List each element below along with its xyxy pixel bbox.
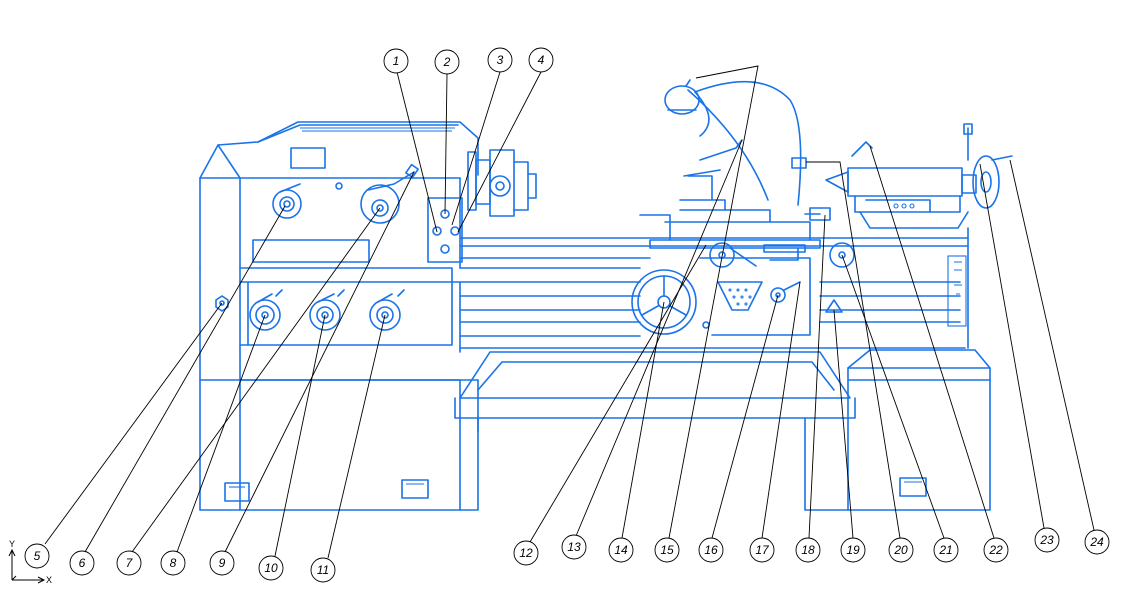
callout-10: 10 (258, 555, 284, 581)
right-pedestal (847, 349, 991, 511)
callout-16: 16 (698, 537, 724, 563)
callout-7-label: 7 (126, 556, 134, 570)
callout-6-label: 6 (79, 556, 86, 570)
callout-19-label: 19 (846, 543, 860, 557)
callout-12-label: 12 (519, 546, 533, 560)
callout-16-label: 16 (704, 543, 718, 557)
callout-14-label: 14 (614, 543, 628, 557)
callout-13: 13 (561, 534, 587, 560)
callout-12: 12 (513, 540, 539, 566)
callout-3: 3 (487, 47, 513, 73)
callout-20-label: 20 (893, 543, 908, 557)
callout-5: 5 (24, 543, 50, 569)
left-pedestal (199, 267, 479, 511)
callout-24: 24 (1084, 529, 1110, 555)
callout-4: 4 (528, 47, 554, 73)
callout-7: 7 (116, 550, 142, 576)
leader-lines (44, 65, 1095, 559)
callout-4-label: 4 (538, 53, 545, 67)
callout-21-label: 21 (938, 543, 952, 557)
callout-24-label: 24 (1089, 535, 1104, 549)
callout-15-label: 15 (660, 543, 674, 557)
ucs-axis-icon: Y X (8, 539, 52, 585)
callout-23-label: 23 (1039, 533, 1054, 547)
callout-2-label: 2 (443, 55, 451, 69)
callout-17-label: 17 (755, 543, 770, 557)
x-axis-label: X (46, 575, 52, 585)
callout-21: 21 (933, 537, 959, 563)
callout-8: 8 (160, 550, 186, 576)
callout-11-label: 11 (317, 563, 329, 577)
callout-20: 20 (888, 537, 914, 563)
chip-tray (454, 351, 856, 511)
y-axis-label: Y (9, 539, 15, 549)
callout-6: 6 (69, 550, 95, 576)
callout-10-label: 10 (264, 561, 278, 575)
carriage (631, 139, 843, 336)
callout-8-label: 8 (170, 556, 177, 570)
callout-14: 14 (608, 537, 634, 563)
callout-19: 19 (840, 537, 866, 563)
callout-15: 15 (654, 537, 680, 563)
callout-9: 9 (209, 550, 235, 576)
work-lamp (664, 79, 807, 206)
callout-13-label: 13 (567, 540, 581, 554)
callout-11: 11 (310, 557, 336, 583)
callout-2: 2 (434, 49, 460, 75)
callout-18-label: 18 (801, 543, 815, 557)
chuck (467, 149, 537, 217)
callout-3-label: 3 (497, 53, 504, 67)
callout-23: 23 (1034, 527, 1060, 553)
callout-9-label: 9 (219, 556, 226, 570)
callout-1: 1 (383, 48, 409, 74)
callout-5-label: 5 (34, 549, 41, 563)
callout-18: 18 (795, 537, 821, 563)
headstock (199, 121, 479, 269)
callout-22: 22 (983, 537, 1009, 563)
lathe-machine (199, 79, 1013, 511)
callout-1-label: 1 (393, 54, 400, 68)
callout-17: 17 (749, 537, 775, 563)
callout-22-label: 22 (988, 543, 1003, 557)
